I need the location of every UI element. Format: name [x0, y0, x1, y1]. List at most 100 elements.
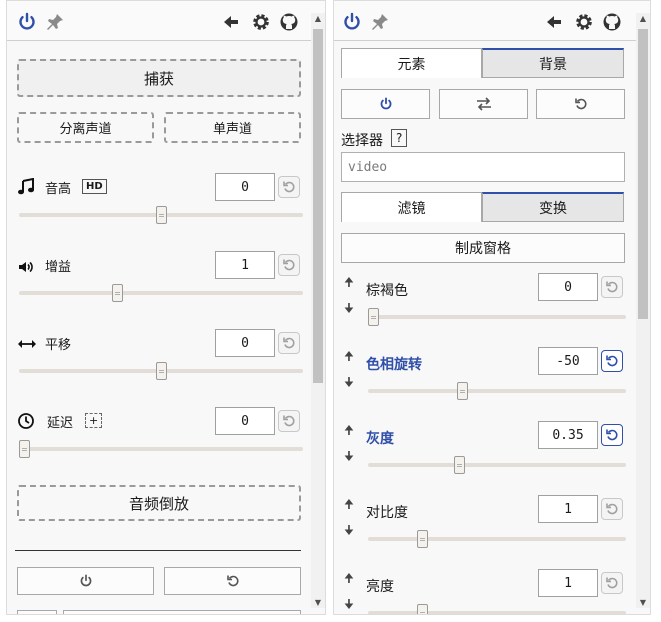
hue-rotate-input[interactable]: -50	[538, 347, 598, 375]
move-up-icon[interactable]: 🠉	[344, 275, 354, 289]
sepia-slider-thumb[interactable]	[368, 308, 379, 326]
scroll-up-arrow[interactable]: ▲	[639, 14, 647, 23]
move-up-icon[interactable]: 🠉	[344, 571, 354, 585]
power-icon	[80, 574, 91, 587]
contrast-input[interactable]: 1	[538, 495, 598, 523]
gain-reset-button[interactable]	[278, 254, 300, 276]
move-down-icon[interactable]: 🠋	[344, 523, 354, 537]
pitch-input[interactable]: 0	[215, 173, 275, 201]
scrollbar-thumb[interactable]	[313, 29, 323, 383]
selector-help-badge[interactable]: ?	[391, 129, 408, 147]
element-reset-button[interactable]	[536, 89, 625, 119]
selector-label: 选择器	[341, 133, 383, 149]
hue-rotate-reset-button[interactable]	[601, 350, 623, 372]
delay-label: 延迟	[47, 416, 74, 431]
pan-input[interactable]: 0	[215, 329, 275, 357]
move-up-icon[interactable]: 🠉	[344, 497, 354, 511]
power-toggle-button[interactable]	[17, 567, 154, 595]
volume-icon	[17, 258, 35, 276]
contrast-slider-thumb[interactable]	[417, 530, 429, 548]
make-pane-button[interactable]: 制成窗格	[341, 233, 625, 263]
power-icon[interactable]	[17, 12, 37, 32]
music-note-icon	[17, 178, 35, 196]
pitch-slider-thumb[interactable]	[155, 206, 167, 224]
move-down-icon[interactable]: 🠋	[344, 375, 354, 389]
delay-slider[interactable]	[19, 447, 303, 451]
contrast-reset-button[interactable]	[601, 498, 623, 520]
hue-rotate-slider-thumb[interactable]	[456, 382, 468, 400]
hue-rotate-label: 色相旋转	[366, 357, 422, 373]
grayscale-reset-button[interactable]	[601, 424, 623, 446]
delay-reset-button[interactable]	[278, 410, 300, 432]
tab-background[interactable]: 背景	[482, 48, 624, 78]
sepia-input[interactable]: 0	[538, 273, 598, 301]
brightness-reset-button[interactable]	[601, 572, 623, 594]
move-down-icon[interactable]: 🠋	[344, 449, 354, 463]
reverse-audio-button[interactable]: 音频倒放	[17, 485, 301, 521]
sepia-slider[interactable]	[368, 315, 626, 319]
pan-arrows-icon	[17, 337, 37, 351]
sepia-label: 棕褐色	[366, 283, 408, 299]
pan-slider-thumb[interactable]	[155, 362, 167, 380]
pin-icon[interactable]	[45, 12, 65, 32]
github-icon[interactable]	[602, 12, 622, 32]
clock-icon	[17, 412, 35, 430]
swap-button[interactable]	[439, 89, 528, 119]
capture-button[interactable]: 捕获	[17, 59, 301, 97]
gain-input[interactable]: 1	[215, 251, 275, 279]
hd-badge[interactable]: HD	[82, 179, 107, 194]
partial-button[interactable]	[17, 610, 57, 614]
delay-slider-thumb[interactable]	[19, 440, 30, 458]
tab-elements[interactable]: 元素	[341, 48, 482, 78]
scroll-down-arrow[interactable]: ▼	[639, 598, 647, 607]
move-up-icon[interactable]: 🠉	[344, 349, 354, 363]
arrow-left-icon[interactable]	[221, 12, 241, 32]
reset-icon	[574, 98, 587, 110]
brightness-slider-thumb[interactable]	[417, 604, 429, 614]
split-channels-button[interactable]: 分离声道	[17, 112, 154, 143]
scroll-down-arrow[interactable]: ▼	[314, 598, 322, 607]
gain-slider[interactable]	[19, 291, 303, 295]
gear-icon[interactable]	[251, 12, 271, 32]
scrollbar-thumb[interactable]	[638, 29, 648, 319]
arrow-left-icon[interactable]	[544, 12, 564, 32]
reset-icon	[606, 577, 618, 589]
selector-input[interactable]: video	[341, 152, 625, 182]
github-icon[interactable]	[279, 12, 299, 32]
scroll-up-arrow[interactable]: ▲	[314, 14, 322, 23]
move-up-icon[interactable]: 🠉	[344, 423, 354, 437]
reset-icon	[283, 259, 295, 271]
power-icon[interactable]	[342, 12, 362, 32]
reset-icon	[226, 575, 239, 587]
audio-panel: ▲ ▼ 捕获 分离声道 单声道 音高 HD 0 增益 1 平移 0 延迟 + 0…	[6, 0, 326, 615]
tab-transform[interactable]: 变换	[482, 192, 624, 222]
contrast-slider[interactable]	[368, 537, 626, 541]
gear-icon[interactable]	[574, 12, 594, 32]
sepia-reset-button[interactable]	[601, 276, 623, 298]
delay-input[interactable]: 0	[215, 407, 275, 435]
video-panel: ▲ ▼ 元素 背景 选择器 ? video 滤镜 变换 制成窗格 🠉 🠋 棕褐色…	[333, 0, 651, 615]
delay-add-badge[interactable]: +	[85, 413, 103, 428]
mono-button[interactable]: 单声道	[164, 112, 301, 143]
grayscale-slider-thumb[interactable]	[454, 456, 466, 474]
tab-filters[interactable]: 滤镜	[341, 192, 482, 222]
pitch-reset-button[interactable]	[278, 176, 300, 198]
pitch-label: 音高	[45, 182, 72, 197]
pin-icon[interactable]	[370, 12, 390, 32]
move-down-icon[interactable]: 🠋	[344, 301, 354, 315]
gain-slider-thumb[interactable]	[111, 284, 123, 302]
reset-all-button[interactable]	[164, 567, 301, 595]
grayscale-input[interactable]: 0.35	[538, 421, 598, 449]
gain-label: 增益	[45, 260, 72, 275]
power-icon	[380, 97, 391, 110]
grayscale-slider[interactable]	[368, 463, 626, 467]
pan-reset-button[interactable]	[278, 332, 300, 354]
hue-rotate-slider[interactable]	[368, 389, 626, 393]
move-down-icon[interactable]: 🠋	[344, 597, 354, 611]
brightness-slider[interactable]	[368, 611, 626, 614]
partial-button-wide[interactable]	[63, 610, 301, 614]
brightness-input[interactable]: 1	[538, 569, 598, 597]
reset-icon	[606, 429, 618, 441]
swap-icon	[476, 97, 491, 111]
element-power-button[interactable]	[341, 89, 430, 119]
